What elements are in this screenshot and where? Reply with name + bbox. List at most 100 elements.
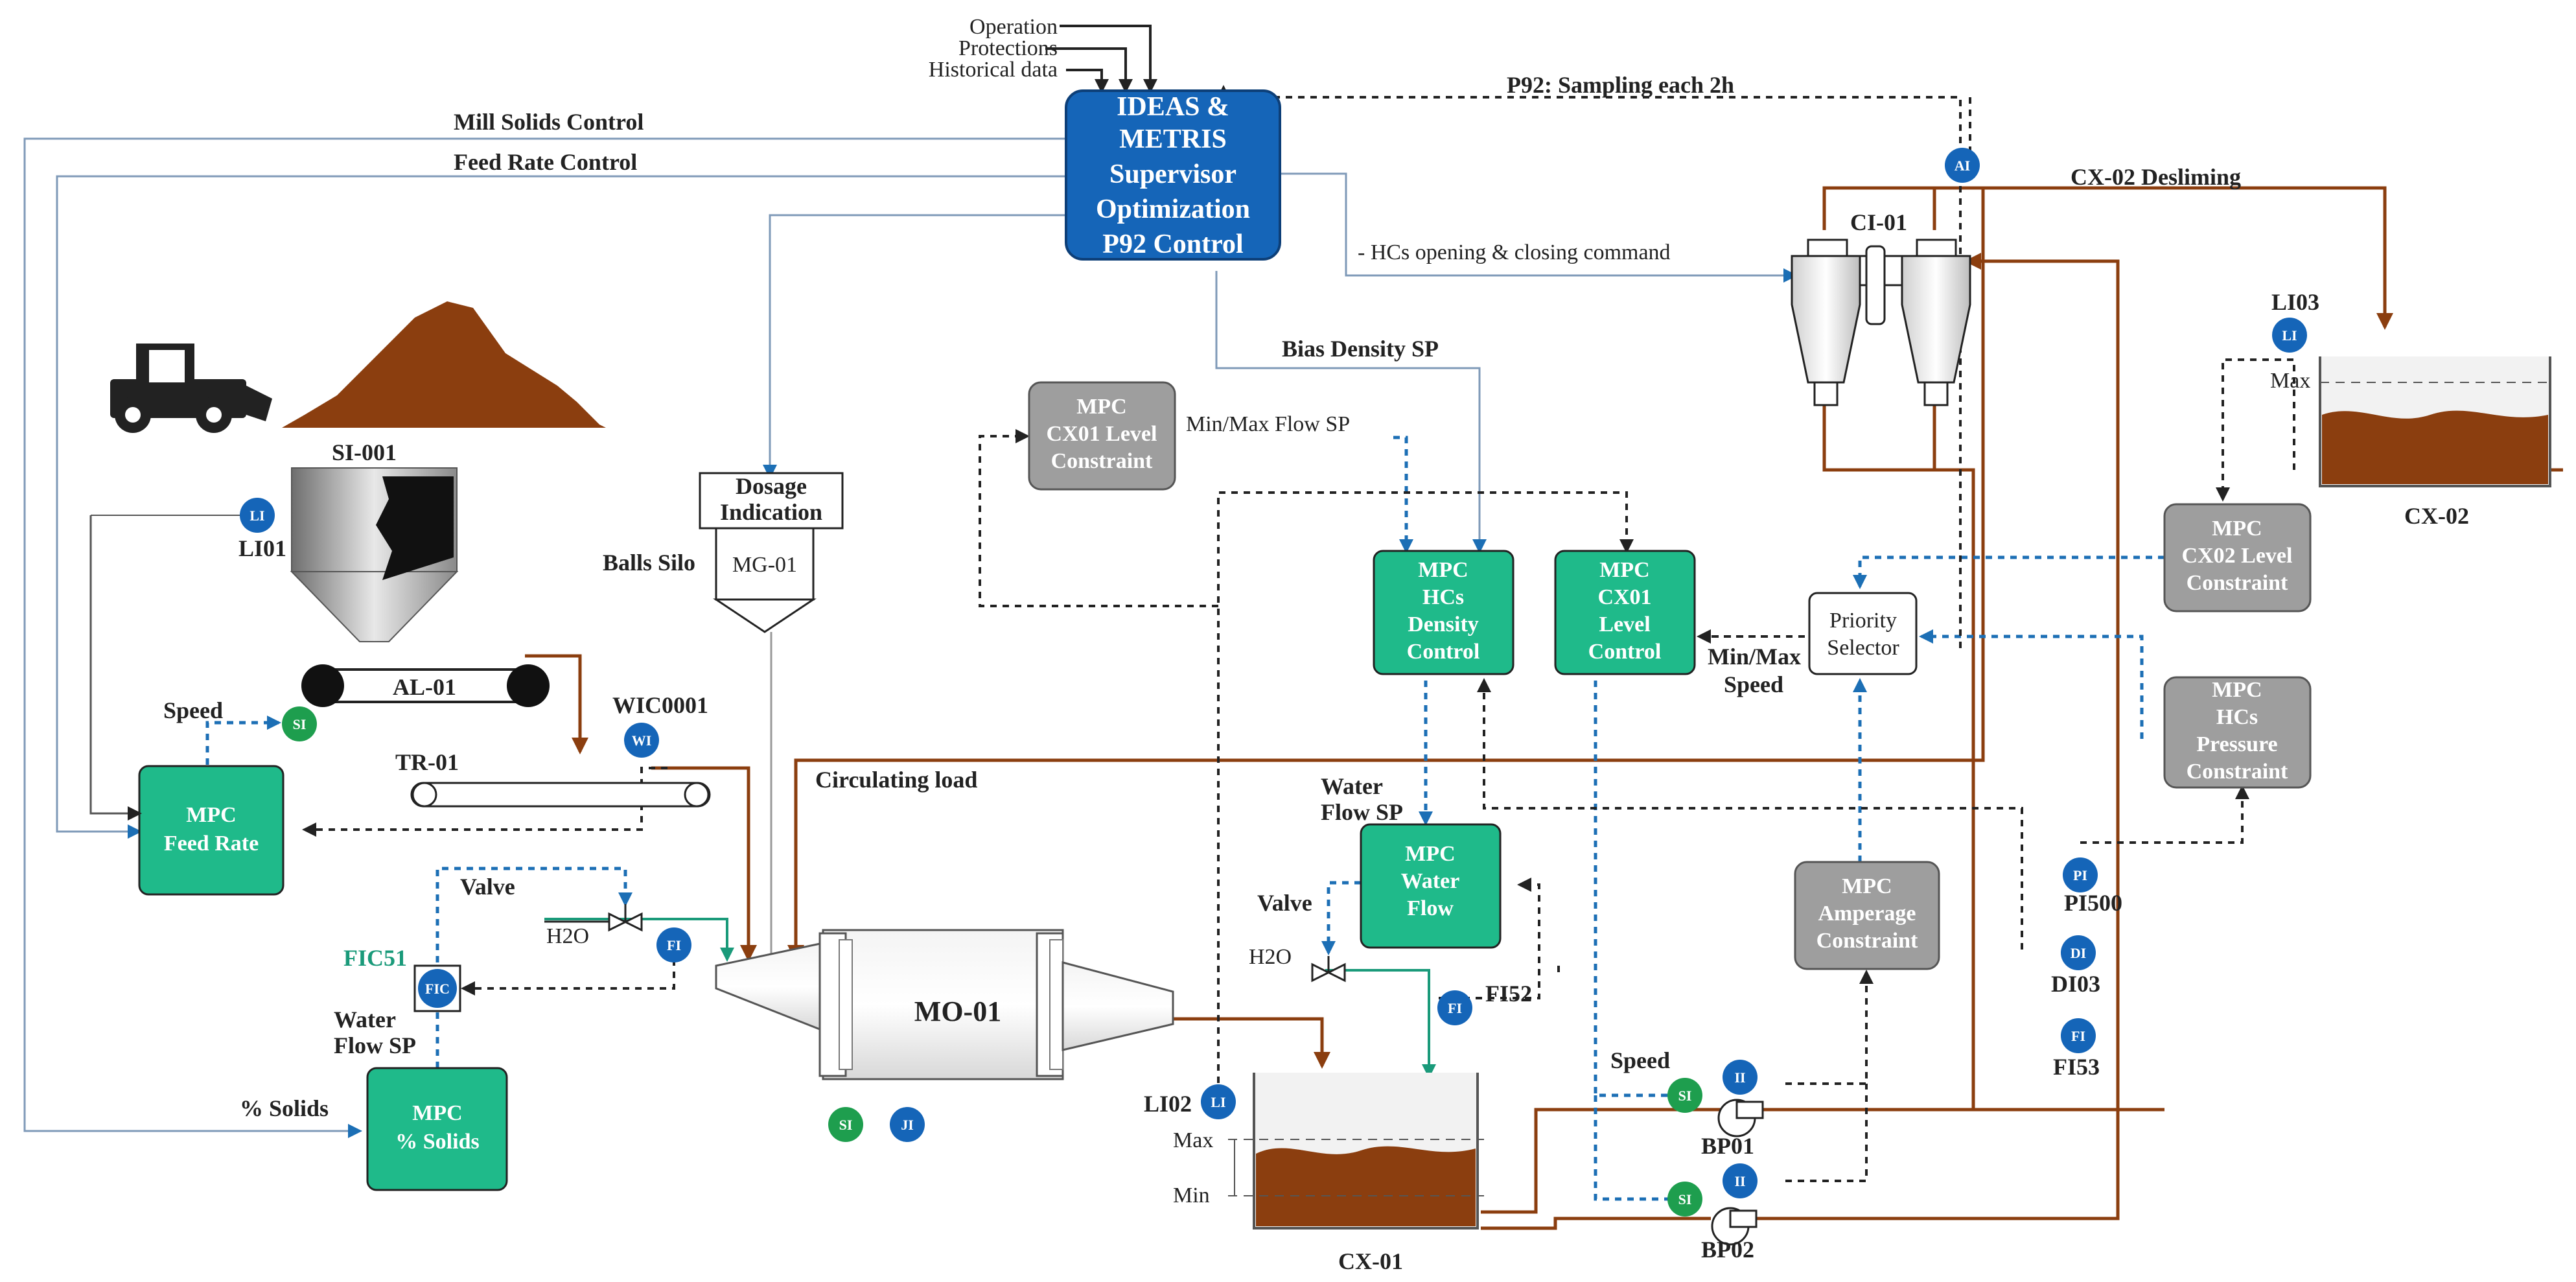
dosage-l2: Indication: [720, 499, 822, 525]
label-speed-mid: Speed: [1724, 671, 1783, 697]
ai-text: AI: [1955, 157, 1970, 174]
feed-rate-l1: MPC: [186, 803, 236, 827]
ii-icon-bp02[interactable]: II: [1723, 1163, 1758, 1198]
mpc-cx01-level-control[interactable]: MPC CX01 Level Control: [1554, 550, 1696, 675]
input-historical-data: Historical data: [929, 58, 1058, 82]
fi-icon-left[interactable]: FI: [656, 927, 691, 962]
label-min-max: Min/Max: [1708, 644, 1801, 670]
wi-icon[interactable]: WI: [624, 723, 659, 758]
fi-icon-fi52[interactable]: FI: [1437, 990, 1472, 1025]
li01-to-feedrate: [89, 515, 142, 821]
label-min-cx01: Min: [1173, 1183, 1210, 1207]
label-li03: LI03: [2271, 289, 2319, 315]
mpc-amperage-constraint[interactable]: MPC Amperage Constraint: [1794, 861, 1940, 970]
priority-selector[interactable]: Priority Selector: [1808, 592, 1918, 675]
hcs-density-l2: HCs: [1422, 585, 1464, 609]
ci01-top-left: [1822, 186, 1936, 230]
cyclones-ci01: [1791, 239, 1971, 406]
li-icon-li03[interactable]: LI: [2272, 318, 2307, 353]
label-speed-left: Speed: [163, 697, 223, 723]
amperage-l2: Amperage: [1818, 902, 1916, 926]
label-water-flow-sp-1: Water: [1321, 773, 1383, 799]
pump-bp02: [1711, 1207, 1758, 1246]
label-min-max-flow-sp: Min/Max Flow SP: [1186, 412, 1350, 436]
label-pi500: PI500: [2064, 890, 2122, 916]
conveyor-tr01: [410, 782, 711, 808]
label-fi53: FI53: [2053, 1054, 2100, 1080]
mpc-feed-rate[interactable]: MPC Feed Rate: [138, 765, 284, 896]
di-icon-di03[interactable]: DI: [2061, 935, 2096, 970]
label-h2o-right: H2O: [1249, 945, 1292, 969]
label-bias-density-sp: Bias Density SP: [1282, 336, 1439, 362]
si-bp01-text: SI: [1678, 1088, 1692, 1104]
si-icon-bp01[interactable]: SI: [1667, 1078, 1702, 1113]
fic-text: FIC: [425, 981, 450, 997]
mpc-hcs-pressure-constraint[interactable]: MPC HCs Pressure Constraint: [2163, 676, 2312, 789]
amperage-l3: Constraint: [1816, 929, 1918, 953]
label-feed-rate-control: Feed Rate Control: [454, 149, 637, 175]
water-lines: [544, 918, 1436, 1078]
mpc-pct-solids[interactable]: MPC % Solids: [366, 1067, 508, 1191]
hcs-density-l1: MPC: [1418, 558, 1468, 582]
label-hcs-command: - HCs opening & closing command: [1358, 240, 1671, 264]
label-mg01: MG-01: [732, 553, 797, 577]
ore-pile: [282, 301, 606, 428]
supervisor-box[interactable]: IDEAS & METRIS Supervisor Optimization P…: [1065, 89, 1281, 261]
pump-bp01: [1717, 1099, 1764, 1137]
label-h2o-left: H2O: [546, 924, 589, 948]
li-icon-li02[interactable]: LI: [1201, 1084, 1236, 1119]
fi52-text: FI: [1448, 1000, 1462, 1016]
label-bp01: BP01: [1701, 1133, 1754, 1159]
si-icon-bp02[interactable]: SI: [1667, 1182, 1702, 1217]
label-al01: AL-01: [393, 674, 456, 700]
label-pct-solids: % Solids: [240, 1095, 329, 1121]
label-cx02-desliming: CX-02 Desliming: [2071, 164, 2241, 190]
ji-icon-mill[interactable]: JI: [890, 1107, 925, 1142]
si-mill-text: SI: [839, 1117, 853, 1133]
label-wic0001: WIC0001: [612, 692, 708, 718]
label-water-flow-sp-left-1: Water: [334, 1007, 396, 1032]
water-flow-l2: Water: [1401, 869, 1460, 893]
priority-selector-l1: Priority: [1829, 609, 1897, 633]
mpc-hcs-density-control[interactable]: MPC HCs Density Control: [1373, 550, 1514, 675]
bias-density-line: [1215, 271, 1487, 554]
ai-icon[interactable]: AI: [1945, 148, 1980, 183]
ii-icon-bp01[interactable]: II: [1723, 1060, 1758, 1095]
supervisor-inputs: [1045, 25, 1157, 93]
label-li01: LI01: [238, 535, 286, 561]
mpc-cx02-level-constraint[interactable]: MPC CX02 Level Constraint: [2163, 503, 2312, 612]
label-mill-solids-control: Mill Solids Control: [454, 109, 644, 135]
wi-text: WI: [632, 732, 652, 749]
fi-icon-fi53[interactable]: FI: [2061, 1018, 2096, 1053]
supervisor-line4: Optimization: [1096, 194, 1250, 224]
li-icon-li01[interactable]: LI: [240, 498, 275, 533]
si-icon-feed[interactable]: SI: [282, 706, 317, 741]
si-icon-mill[interactable]: SI: [828, 1107, 863, 1142]
label-cx02: CX-02: [2404, 503, 2469, 529]
feed-rate-control-line: [56, 175, 1066, 839]
feed-rate-l2: Feed Rate: [164, 832, 259, 856]
input-operation: Operation: [969, 15, 1058, 39]
mpc-water-flow[interactable]: MPC Water Flow: [1360, 823, 1502, 949]
belt-al01: AL-01: [301, 664, 550, 707]
li01-text: LI: [249, 507, 264, 524]
cx01-level-l3: Level: [1599, 612, 1650, 636]
label-bp02: BP02: [1701, 1237, 1754, 1263]
mpc-cx01-level-constraint[interactable]: MPC CX01 Level Constraint: [1028, 381, 1176, 491]
tank-cx02: [2319, 356, 2553, 487]
label-si001: SI-001: [332, 439, 397, 465]
dosage-indication: Dosage Indication: [699, 472, 844, 530]
valve-left-icon[interactable]: [608, 904, 643, 932]
mill-solids-control-line: [23, 137, 1066, 1138]
label-li02: LI02: [1144, 1091, 1192, 1117]
priority-selector-l2: Selector: [1827, 636, 1899, 660]
supervisor-line1: IDEAS &: [1117, 92, 1229, 122]
fi-left-text: FI: [667, 937, 681, 953]
label-valve-left: Valve: [460, 874, 515, 900]
fic51-controller[interactable]: FIC: [413, 964, 461, 1012]
cx01-constraint-l3: Constraint: [1051, 449, 1153, 473]
valve-right-icon[interactable]: [1311, 956, 1346, 983]
water-flow-l3: Flow: [1407, 896, 1454, 920]
pi-icon-pi500[interactable]: PI: [2063, 857, 2098, 892]
